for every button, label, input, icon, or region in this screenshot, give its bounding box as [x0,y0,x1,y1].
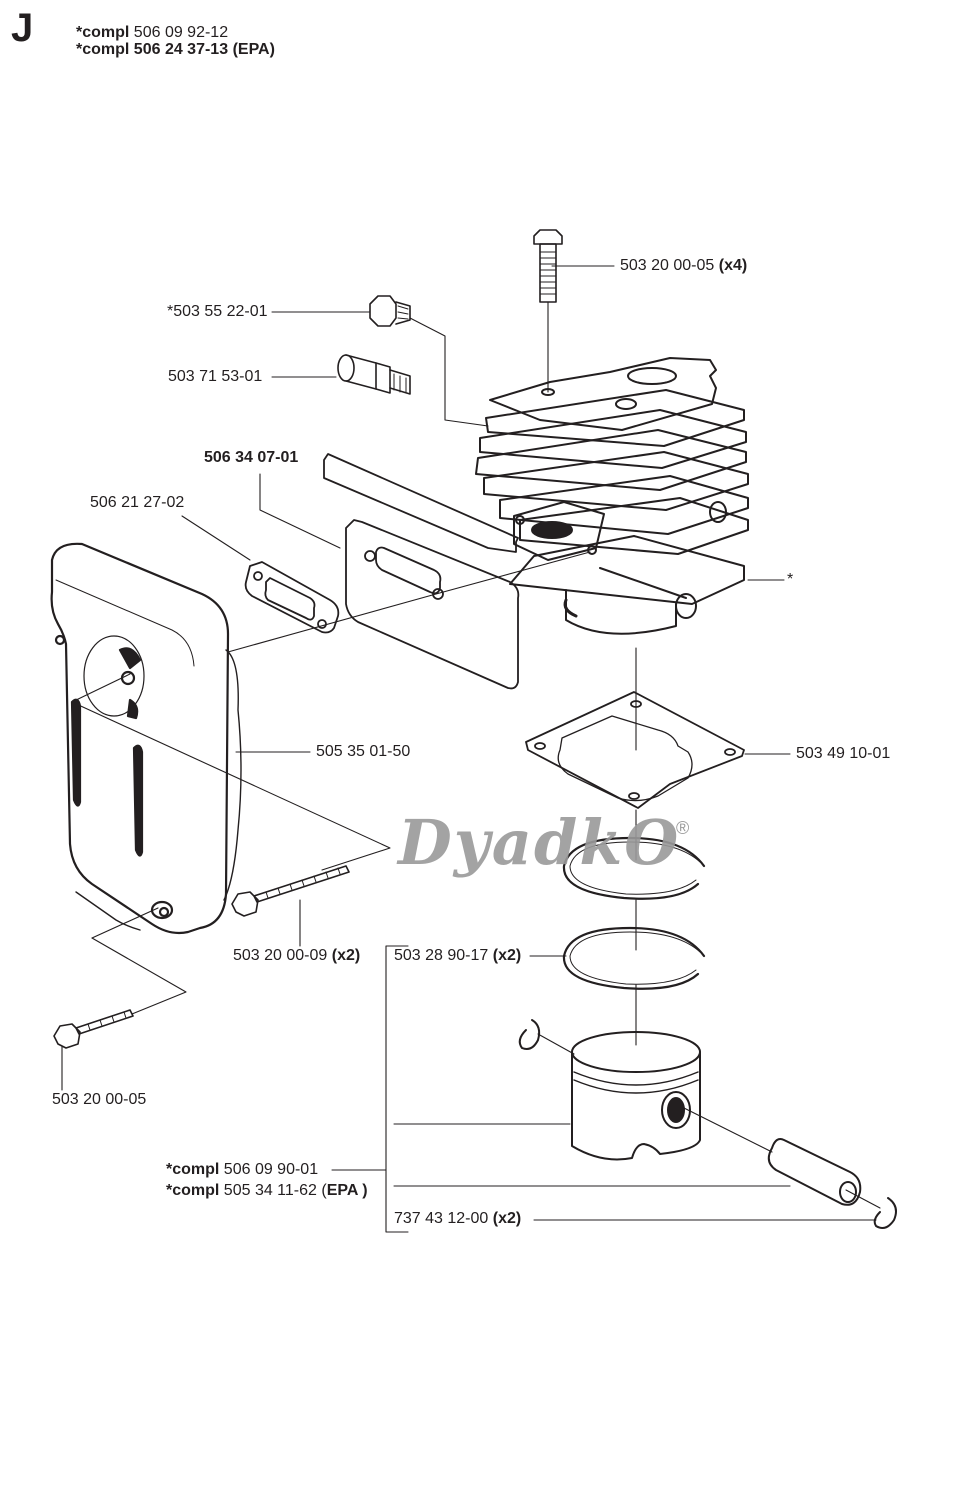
label-cylinder: * [787,571,794,588]
label-decompression-valve: 503 71 53-01 [168,368,263,385]
cylinder-bolt [533,229,563,303]
watermark-registered-icon: ® [676,818,690,838]
muffler-gasket [244,561,340,634]
heat-shield [323,453,520,690]
circlip-right [873,1197,897,1229]
muffler [50,542,242,935]
label-muffler: 505 35 01-50 [316,743,411,760]
compl-part-number: 506 09 92-12 [133,24,229,41]
header-line-compl-epa: *compl 506 24 37-13 (EPA) [76,41,275,58]
compl-prefix: *compl [76,41,130,58]
muffler-bolt-short [53,1009,134,1049]
label-heat-shield: 506 34 07-01 [204,449,299,466]
label-circlip: 737 43 12-00 (x2) [394,1210,522,1227]
header-line-compl: *compl 506 09 92-12 [76,24,228,41]
piston-pin [767,1138,862,1206]
label-plug: *503 55 22-01 [167,303,268,320]
label-piston-compl-epa: *compl 505 34 11-62 (EPA ) [166,1182,368,1199]
cylinder [475,357,749,635]
label-muffler-bolt-short: 503 20 00-05 [52,1091,147,1108]
decompression-valve [337,354,411,395]
label-cylinder-bolt: 503 20 00-05 (x4) [620,257,748,274]
label-piston-ring: 503 28 90-17 (x2) [394,947,522,964]
circlip-left [518,1019,541,1050]
leader-lines [61,265,881,1233]
piston [571,1031,701,1161]
section-letter: J [11,6,34,50]
compl-suffix: (EPA) [232,41,275,58]
muffler-bolt-long [231,865,350,917]
label-muffler-gasket: 506 21 27-02 [90,494,185,511]
watermark: DyadkO [398,806,681,879]
label-piston-compl: *compl 506 09 90-01 [166,1161,319,1178]
cylinder-base-gasket [525,691,745,809]
plug-part [369,295,411,327]
label-base-gasket: 503 49 10-01 [796,745,891,762]
piston-ring-upper [562,836,706,900]
compl-prefix: *compl [76,24,130,41]
piston-ring-lower [562,926,706,990]
compl-part-number: 506 24 37-13 [133,41,229,58]
label-muffler-bolt-long: 503 20 00-09 (x2) [233,947,361,964]
